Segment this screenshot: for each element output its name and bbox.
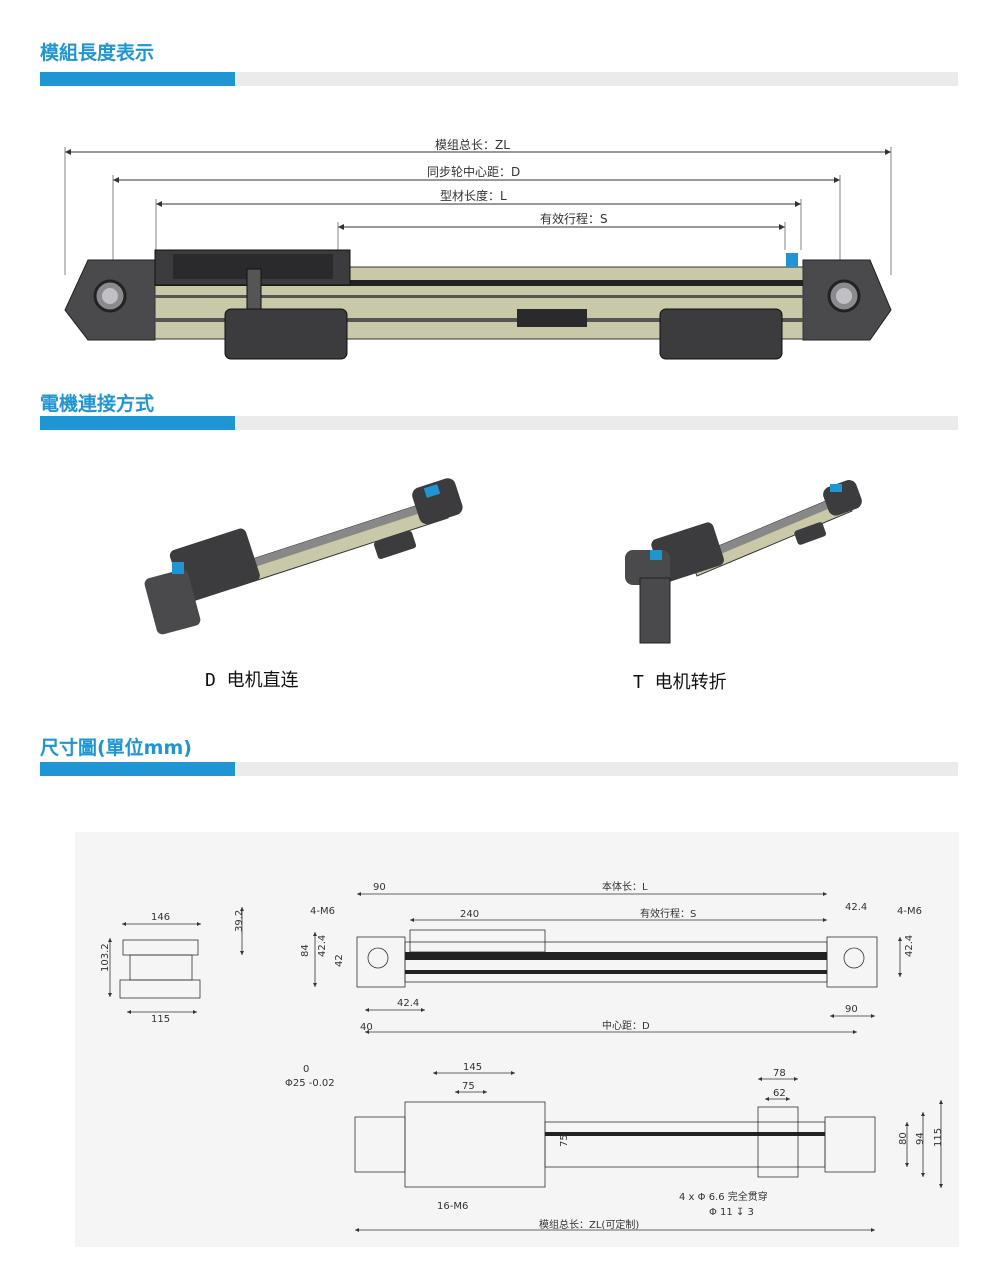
dim-0: 0 [303, 1064, 309, 1075]
dim-78: 78 [773, 1068, 786, 1079]
section-divider [40, 72, 958, 86]
dim-75-vertical: 75 [559, 1134, 570, 1147]
dim-center-distance: 中心距：D [602, 1019, 650, 1032]
dimension-drawing: 146 115 103.2 39.2 90 本体长：L 240 有效行程：S 4… [75, 832, 959, 1247]
dim-84: 84 [300, 944, 311, 957]
turn-motor-illustration [625, 480, 862, 644]
section-divider [40, 416, 958, 430]
dim-4-m6-right: 4-M6 [897, 906, 922, 917]
dim-stroke: 有效行程：S [640, 907, 696, 920]
dim-62: 62 [773, 1088, 786, 1099]
s-label: 有效行程：S [540, 211, 608, 226]
dim-90: 90 [373, 882, 386, 893]
dim-42-4-bottom: 42.4 [397, 998, 419, 1009]
dim-75: 75 [462, 1081, 475, 1092]
dim-counterbore: Φ 11 ↧ 3 [709, 1207, 754, 1218]
dim-holes: 4 x Φ 6.6 完全贯穿 [679, 1190, 768, 1203]
dim-total-length: 模组总长：ZL(可定制) [539, 1218, 639, 1231]
dim-240: 240 [460, 909, 479, 920]
dim-94: 94 [915, 1132, 926, 1145]
caption-direct-motor: D 电机直连 [205, 670, 299, 691]
dim-42-4-vertical: 42.4 [317, 935, 328, 957]
dim-16-m6: 16-M6 [437, 1201, 468, 1212]
dim-39-2: 39.2 [234, 910, 245, 932]
section-title-dims: 尺寸圖(單位mm) [40, 737, 192, 759]
dim-103-2: 103.2 [100, 943, 111, 972]
dim-90-bottom: 90 [845, 1004, 858, 1015]
dim-80: 80 [898, 1132, 909, 1145]
dim-145: 145 [463, 1062, 482, 1073]
module-length-diagram: 模组总长：ZL 同步轮中心距：D 型材长度：L 有效行程：S [64, 138, 892, 360]
direct-motor-illustration [144, 478, 463, 635]
dim-146: 146 [151, 912, 170, 923]
section-title-motor: 電機連接方式 [40, 393, 155, 415]
zl-label: 模组总长：ZL [435, 138, 510, 152]
dim-40: 40 [360, 1022, 373, 1033]
section-divider [40, 762, 958, 776]
l-label: 型材长度：L [440, 188, 507, 203]
linear-module-illustration [64, 249, 892, 360]
dim-115: 115 [151, 1014, 170, 1025]
caption-turn-motor: T 电机转折 [633, 672, 727, 693]
d-label: 同步轮中心距：D [427, 164, 520, 179]
dim-42-4-right-vertical: 42.4 [904, 935, 915, 957]
dim-115-vertical: 115 [933, 1128, 944, 1147]
dim-42-4-right: 42.4 [845, 902, 867, 913]
dim-body-length: 本体长：L [602, 880, 648, 893]
dim-4-m6-left: 4-M6 [310, 906, 335, 917]
dim-42: 42 [334, 954, 345, 967]
section-title-length: 模組長度表示 [40, 42, 155, 64]
dim-dia25: Φ25 -0.02 [285, 1078, 335, 1089]
